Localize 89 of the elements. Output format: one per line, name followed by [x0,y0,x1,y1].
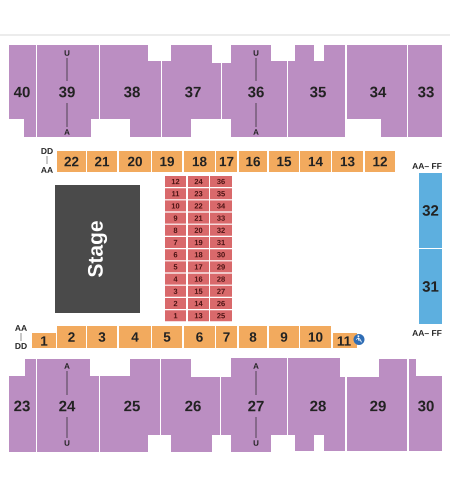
seating-section: 26 [161,359,220,452]
row-letter: A [64,129,70,135]
seating-section: 9 [269,326,299,348]
node-label: 9 [280,332,288,342]
seating-section: 18 [184,151,215,172]
row-letter: A [253,129,259,135]
node-label: 5 [164,332,170,342]
node-label: 17 [220,156,234,166]
seating-section: 4 [119,326,151,348]
seating-section: 40 [9,45,36,137]
node-label: 19 [160,156,174,166]
node-label: 35 [310,86,326,98]
seating-section: 15 [269,151,299,172]
seating-section: 33 [408,45,442,137]
seating-section: 2 [57,326,86,348]
node-label: 2 [68,332,75,342]
seating-section: 13 [332,151,363,172]
seating-section: 16 [239,151,267,172]
seating-section: 30 [409,359,442,451]
node-label: 38 [124,86,140,98]
seating-section: 21 [87,151,117,172]
seating-section: U 39 A [37,45,99,137]
node-label: 3 [98,332,106,342]
seating-section: 12 [365,151,395,172]
node-label: 36 [248,86,264,98]
node-label: 10 [308,332,322,342]
node-label: 15 [277,156,292,166]
seating-section: 8 [239,326,267,348]
seating-section: 6 [184,326,215,348]
row-range-label: AA– FF [412,163,442,169]
node-label: 32 [422,205,438,216]
seating-section: 20 [119,151,151,172]
seating-section: 29 [347,359,407,451]
row-letter: U [254,50,258,56]
seating-section: 23 [9,359,36,452]
seating-section: A 27 U [221,358,287,452]
seating-section: 38 [100,45,161,137]
node-label: 39 [59,86,75,98]
node-label: 34 [370,86,386,98]
node-label: 4 [131,332,139,342]
seating-section: 31 [419,249,442,324]
seating-section: 5 [152,326,182,348]
seating-section: 7 [216,326,237,348]
seating-section: 1 [32,333,56,348]
seating-section: 28 [288,358,345,451]
seating-section: 35 [288,45,345,137]
node-label: 23 [14,400,30,412]
seating-section: 10 [300,326,331,348]
node-label: 14 [308,156,323,166]
node-label: 40 [14,86,30,98]
row-range-label: DD [15,343,27,349]
row-range-label: AA [15,325,27,331]
row-letter: U [64,50,70,56]
seating-section: 3 [87,326,117,348]
row-range-label: AA [41,167,53,173]
node-label: 13 [340,156,355,166]
seating-section: 11 [333,333,357,348]
node-label: 37 [185,86,201,98]
seating-section: 14 [300,151,331,172]
node-label: 1 [41,336,48,346]
seating-section: U 36 A [222,45,287,137]
stage: Stage [55,185,140,313]
seating-section: 17 [216,151,237,172]
node-label: 27 [248,400,264,412]
node-label: 25 [124,400,140,412]
seating-section: 34 [347,45,407,137]
node-label: 21 [94,156,110,166]
seating-section: 32 [419,173,442,248]
seating-section: 25 [100,359,160,452]
seating-section: 37 [162,45,221,137]
node-label: 20 [128,156,142,166]
row-range-label: DD [41,148,53,154]
node-label: 31 [422,281,438,292]
node-label: 18 [192,156,207,166]
seating-section: A 24 U [37,359,99,452]
node-label: 33 [418,86,434,98]
row-letter: U [254,440,258,446]
node-label: 26 [185,400,201,412]
seating-section: 19 [152,151,182,172]
node-label: 24 [59,400,76,412]
row-letter: A [253,363,259,369]
node-label: 6 [196,332,203,342]
node-label: 7 [223,332,230,342]
row-range-label: AA– FF [412,330,442,336]
row-letter: A [64,363,70,369]
node-label: 22 [64,156,78,166]
seating-section: 22 [57,151,86,172]
row-letter: U [64,440,70,446]
node-label: 28 [310,400,326,412]
